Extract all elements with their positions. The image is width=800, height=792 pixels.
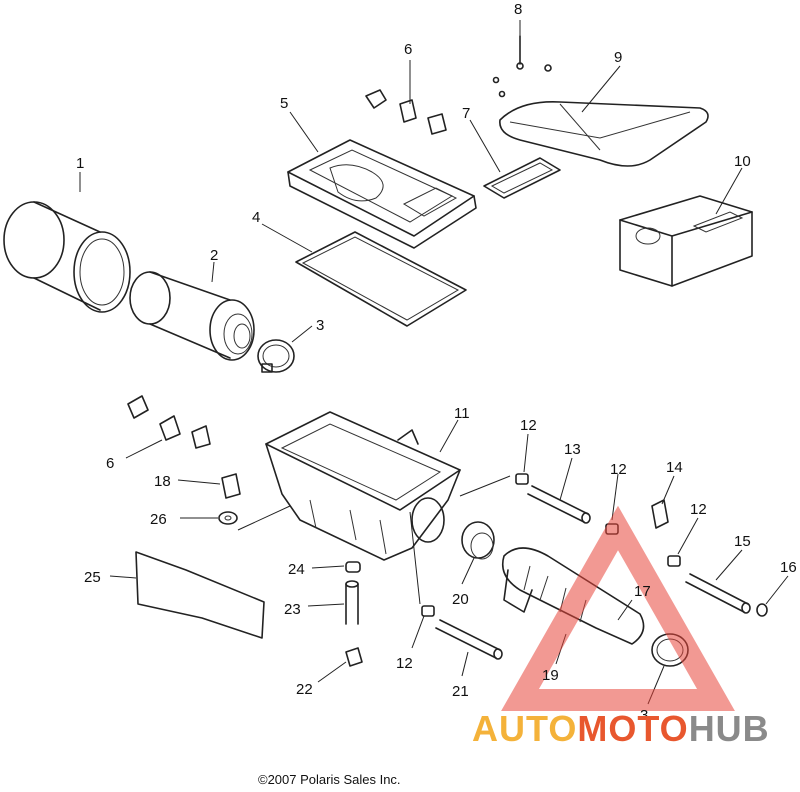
label-4: 4 bbox=[252, 209, 260, 226]
label-15: 15 bbox=[734, 533, 751, 550]
part-7-seal bbox=[483, 157, 561, 199]
label-9: 9 bbox=[614, 49, 622, 66]
part-21-tube bbox=[435, 619, 503, 660]
label-14: 14 bbox=[666, 459, 683, 476]
part-15-tube bbox=[685, 573, 751, 614]
label-7: 7 bbox=[462, 105, 470, 122]
watermark-hub: HUB bbox=[688, 708, 770, 749]
label-12-d: 12 bbox=[396, 655, 413, 672]
part-16-clip bbox=[756, 603, 768, 617]
label-12-a: 12 bbox=[520, 417, 537, 434]
callout-labels: 1 2 3 4 5 6 7 8 9 10 6 11 12 13 12 14 12… bbox=[76, 1, 797, 724]
label-25: 25 bbox=[84, 569, 101, 586]
part-2-air-filter bbox=[129, 271, 255, 361]
label-2: 2 bbox=[210, 247, 218, 264]
part-6-clips-lower bbox=[127, 395, 211, 449]
copyright-notice: ©2007 Polaris Sales Inc. bbox=[258, 772, 401, 787]
label-1: 1 bbox=[76, 155, 84, 172]
part-8-screws bbox=[492, 35, 552, 98]
label-10: 10 bbox=[734, 153, 751, 170]
label-6-upper: 6 bbox=[404, 41, 412, 58]
part-13-drain-tube bbox=[527, 485, 591, 524]
label-17: 17 bbox=[634, 583, 651, 600]
part-23-hose bbox=[345, 580, 359, 625]
part-11-airbox-base bbox=[265, 411, 461, 561]
part-5-airbox-cover bbox=[287, 139, 477, 249]
label-22: 22 bbox=[296, 681, 313, 698]
part-19-intake-boot bbox=[501, 547, 645, 645]
label-13: 13 bbox=[564, 441, 581, 458]
label-3-lower: 3 bbox=[640, 707, 648, 724]
watermark-moto: MOTO bbox=[577, 708, 689, 749]
label-11: 11 bbox=[454, 405, 470, 422]
part-24-cap bbox=[345, 561, 361, 573]
watermark-auto: AUTO bbox=[472, 708, 578, 749]
label-23: 23 bbox=[284, 601, 301, 618]
leader-lines bbox=[79, 20, 789, 705]
part-9-intake-duct bbox=[499, 101, 709, 167]
part-14-bracket bbox=[651, 499, 669, 529]
label-12-b: 12 bbox=[610, 461, 627, 478]
label-16: 16 bbox=[780, 559, 797, 576]
label-20: 20 bbox=[452, 591, 469, 608]
label-18: 18 bbox=[154, 473, 171, 490]
label-5: 5 bbox=[280, 95, 288, 112]
label-26: 26 bbox=[150, 511, 167, 528]
part-20-coupler-ring bbox=[461, 521, 495, 560]
label-8: 8 bbox=[514, 1, 522, 18]
part-18-fitting bbox=[221, 473, 241, 499]
part-4-gasket bbox=[295, 231, 467, 327]
part-6-clips-upper bbox=[365, 89, 447, 135]
label-21: 21 bbox=[452, 683, 469, 700]
label-19: 19 bbox=[542, 667, 559, 684]
label-6-lower: 6 bbox=[106, 455, 114, 472]
part-1-prefilter-sleeve bbox=[3, 201, 131, 313]
part-26-washer bbox=[218, 511, 238, 525]
part-25-pad bbox=[135, 551, 265, 639]
watermark-logo-text: AUTOMOTOHUB bbox=[472, 708, 770, 750]
part-10-foam-block bbox=[619, 195, 753, 287]
label-24: 24 bbox=[288, 561, 305, 578]
watermark-triangle bbox=[501, 505, 735, 711]
label-3-upper: 3 bbox=[316, 317, 324, 334]
label-12-c: 12 bbox=[690, 501, 707, 518]
part-22-clamp bbox=[345, 647, 363, 667]
part-3-clamp-upper bbox=[257, 339, 295, 373]
